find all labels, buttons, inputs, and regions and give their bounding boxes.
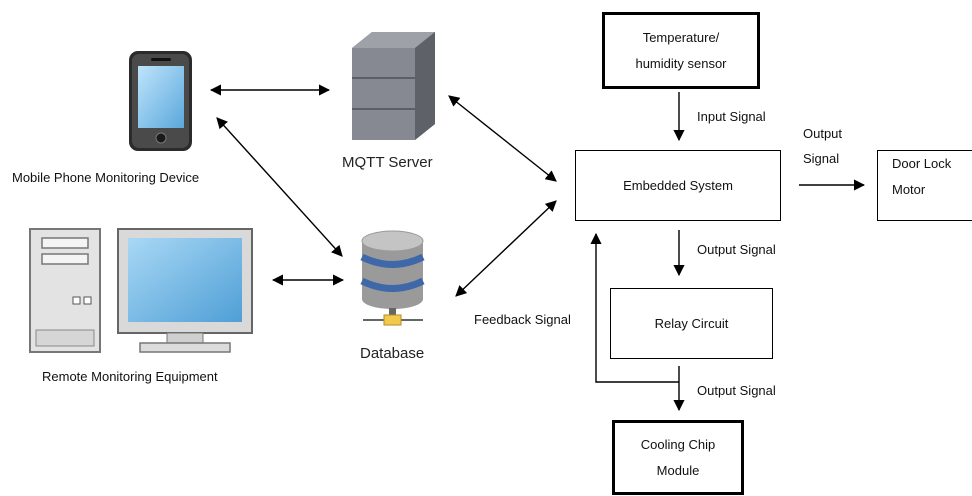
sensor-label-line1: Temperature/ bbox=[642, 29, 720, 45]
embedded-system-label: Embedded System bbox=[623, 177, 733, 193]
output-signal-cooling-label: Output Signal bbox=[697, 383, 776, 398]
database-icon bbox=[360, 230, 425, 326]
input-signal-label: Input Signal bbox=[697, 109, 766, 124]
mobile-device-label: Mobile Phone Monitoring Device bbox=[12, 170, 200, 185]
remote-equipment-label: Remote Monitoring Equipment bbox=[42, 369, 218, 384]
output-signal-door-label-line1: Output bbox=[803, 126, 843, 141]
door-lock-box: Door Lock Motor bbox=[877, 150, 972, 221]
output-signal-door-label-line2: Signal bbox=[803, 151, 840, 166]
feedback-line bbox=[590, 232, 679, 383]
feedback-signal-label: Feedback Signal bbox=[474, 312, 571, 327]
door-label-line1: Door Lock bbox=[892, 156, 952, 171]
output-signal-relay-label: Output Signal bbox=[697, 242, 776, 257]
relay-circuit-box: Relay Circuit bbox=[610, 288, 773, 359]
arrow-mqtt-embedded bbox=[448, 95, 557, 182]
cooling-chip-box: Cooling Chip Module bbox=[612, 420, 744, 495]
desktop-computer-icon bbox=[29, 228, 253, 353]
relay-circuit-label: Relay Circuit bbox=[654, 315, 729, 331]
sensor-label-line2: humidity sensor bbox=[635, 55, 727, 71]
server-icon bbox=[352, 32, 435, 140]
door-label-line2: Motor bbox=[892, 182, 926, 197]
embedded-system-box: Embedded System bbox=[575, 150, 781, 221]
cooling-label-line1: Cooling Chip bbox=[640, 436, 716, 452]
sensor-box: Temperature/ humidity sensor bbox=[602, 12, 760, 89]
arrow-database-embedded bbox=[455, 200, 557, 297]
mobile-phone-icon bbox=[129, 51, 192, 151]
mqtt-server-label: MQTT Server bbox=[342, 154, 433, 171]
cooling-label-line2: Module bbox=[656, 462, 700, 478]
arrow-mobile-database bbox=[216, 117, 343, 257]
database-label: Database bbox=[360, 345, 425, 362]
